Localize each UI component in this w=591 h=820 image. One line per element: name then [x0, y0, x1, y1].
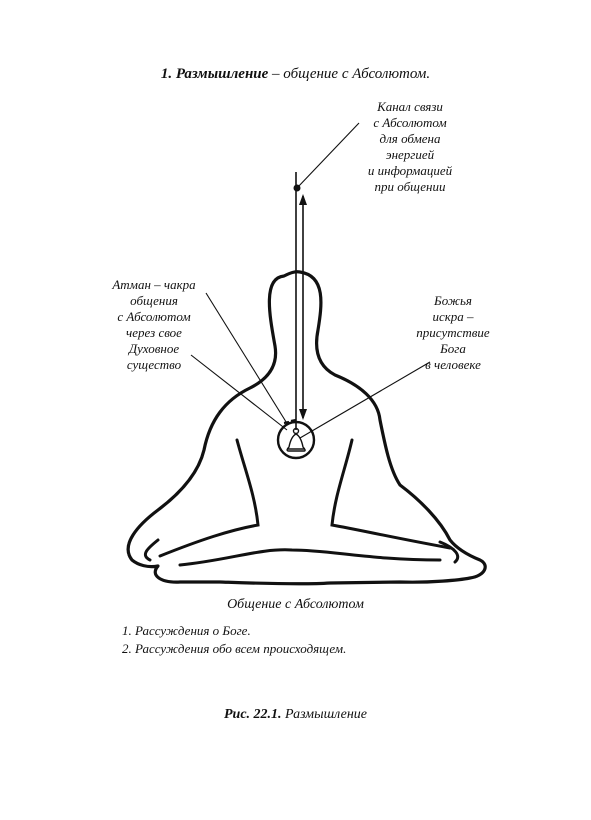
figure-text: Размышление — [285, 707, 367, 722]
channel-label-line: при общении — [374, 179, 446, 194]
spark-label-line: присутствие — [416, 325, 490, 340]
atman-label-line: через свое — [126, 325, 182, 340]
title-bold: Размышление — [175, 66, 269, 82]
atman-label-line: общения — [130, 293, 178, 308]
atman-label-line: Духовное — [128, 341, 180, 356]
left-foot — [144, 538, 160, 562]
diagram-caption: Общение с Абсолютом — [227, 597, 364, 612]
list-item: 2. Рассуждения обо всем происходящем. — [122, 641, 347, 656]
channel-label-line: для обмена — [379, 131, 441, 146]
channel-pointer-line — [296, 122, 360, 189]
reasoning-list: 1. Рассуждения о Боге. 2. Рассуждения об… — [122, 622, 346, 658]
figure-label: Рис. 22.1. — [223, 707, 282, 722]
atman-pointer-line-1 — [205, 292, 289, 426]
atman-label-line: существо — [126, 357, 182, 372]
title-number: 1. — [160, 66, 173, 82]
atman-label-line: с Абсолютом — [117, 309, 191, 324]
arrow-down-head — [299, 409, 307, 420]
body-outline — [126, 270, 487, 586]
figure-caption: Рис. 22.1. Размышление — [0, 707, 591, 723]
atman-circle — [276, 420, 316, 460]
small-figure-icon — [286, 427, 306, 452]
lap-line — [178, 548, 442, 567]
atman-label-line: Атман – чакра — [112, 277, 196, 292]
channel-label: Канал связи с Абсолютом для обмена энерг… — [340, 99, 480, 195]
spark-label-line: искра – — [432, 309, 474, 324]
channel-label-line: с Абсолютом — [373, 115, 447, 130]
arrow-up-head — [299, 194, 307, 205]
channel-label-line: энергией — [385, 147, 435, 162]
spark-label-line: Бога — [440, 341, 466, 356]
right-arm-inner — [330, 438, 452, 550]
title-rest: – общение с Абсолютом. — [272, 66, 431, 82]
spark-pointer-line — [299, 361, 431, 439]
atman-label: Атман – чакра общения с Абсолютом через … — [94, 277, 214, 373]
channel-label-line: и информацией — [367, 163, 453, 178]
spark-label-line: Божья — [434, 293, 472, 308]
spark-label-line: в человеке — [425, 357, 481, 372]
spark-label: Божья искра – присутствие Бога в человек… — [398, 293, 508, 373]
list-item: 1. Рассуждения о Боге. — [122, 623, 251, 638]
atman-pointer-line-2 — [190, 354, 288, 431]
left-arm-inner — [158, 438, 260, 558]
channel-label-line: Канал связи — [377, 99, 443, 114]
right-foot — [438, 540, 460, 564]
page-title: 1. Размышление – общение с Абсолютом. — [0, 66, 591, 83]
